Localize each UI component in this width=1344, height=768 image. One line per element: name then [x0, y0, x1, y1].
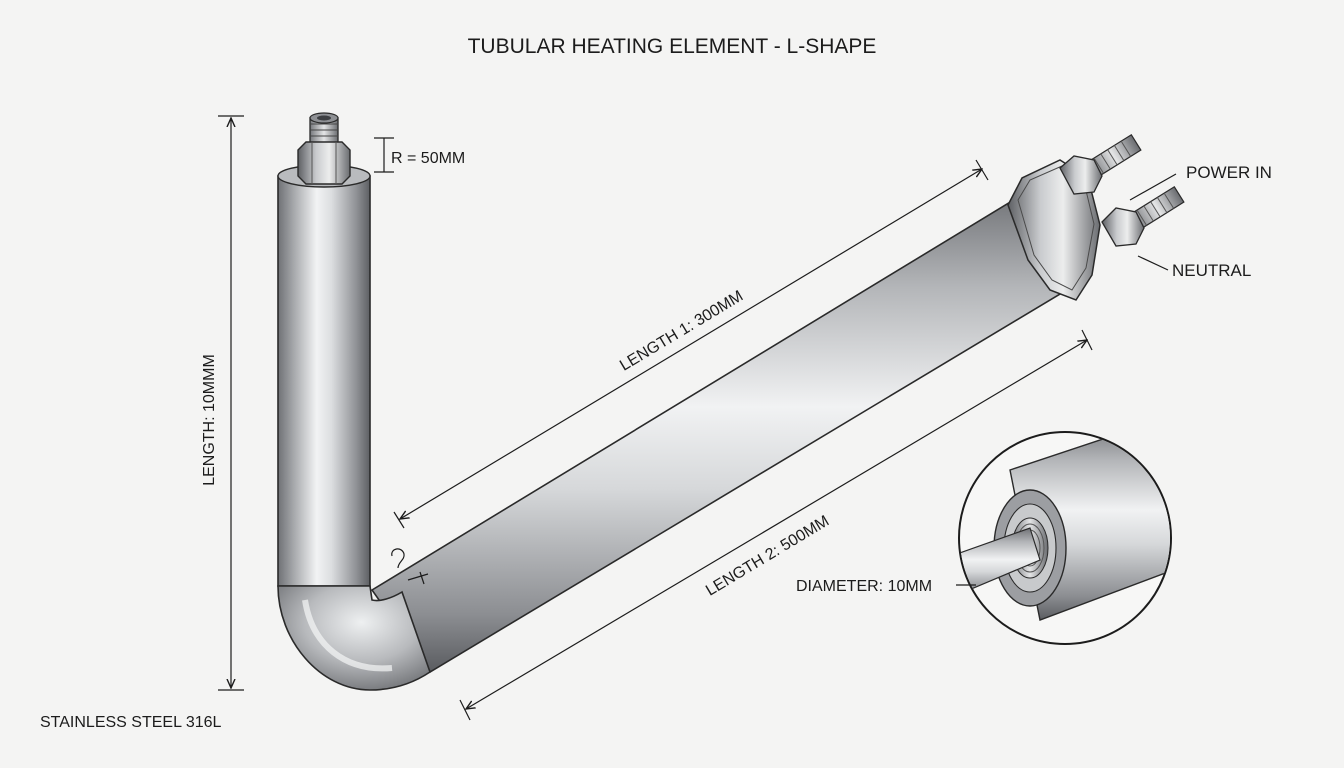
diameter-detail-circle: DIAMETER: 10MM [796, 431, 1172, 645]
vertical-length-dimension: LENGTH: 10MMM [201, 115, 244, 691]
vertical-length-label: LENGTH: 10MMM [201, 354, 218, 486]
diagonal-tube [370, 188, 1077, 674]
power-in-callout: POWER IN [1129, 163, 1272, 201]
neutral-callout: NEUTRAL [1137, 255, 1251, 280]
vertical-tube [277, 164, 371, 587]
radius-dimension: R = 50MM [374, 137, 465, 173]
top-terminal-nut [297, 112, 351, 185]
neutral-label: NEUTRAL [1172, 261, 1251, 280]
material-label: STAINLESS STEEL 316L [40, 714, 222, 731]
terminal-nuts [1007, 133, 1185, 301]
diameter-label: DIAMETER: 10MM [796, 578, 932, 595]
tube-bend [277, 585, 431, 691]
power-in-label: POWER IN [1186, 163, 1272, 182]
diagram-title: TUBULAR HEATING ELEMENT - L-SHAPE [468, 35, 877, 58]
length-1-label: LENGTH 1: 300MM [617, 288, 746, 375]
bend-marker [391, 548, 429, 585]
radius-label: R = 50MM [391, 150, 465, 167]
